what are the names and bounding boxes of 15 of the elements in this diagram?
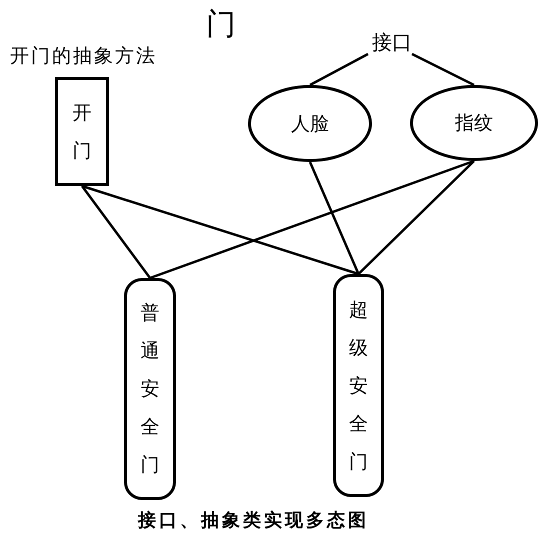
- title: 门: [206, 6, 236, 44]
- rounded-box: 普通安全门: [124, 278, 176, 500]
- caption: 接口、抽象类实现多态图: [138, 509, 369, 532]
- connector-line: [358, 160, 475, 275]
- connector-line: [82, 184, 359, 276]
- rounded-box: 超级安全门: [333, 274, 384, 497]
- connector-line: [411, 52, 475, 86]
- process-box: 开门: [55, 77, 109, 186]
- connector-line: [309, 52, 369, 86]
- connector-line: [81, 185, 151, 279]
- ellipse-node: 人脸: [248, 85, 372, 162]
- interface-label: 接口: [366, 30, 418, 54]
- connector-line: [308, 162, 360, 274]
- annotation-text: 开门的抽象方法: [10, 44, 157, 69]
- ellipse-node: 指纹: [410, 85, 538, 161]
